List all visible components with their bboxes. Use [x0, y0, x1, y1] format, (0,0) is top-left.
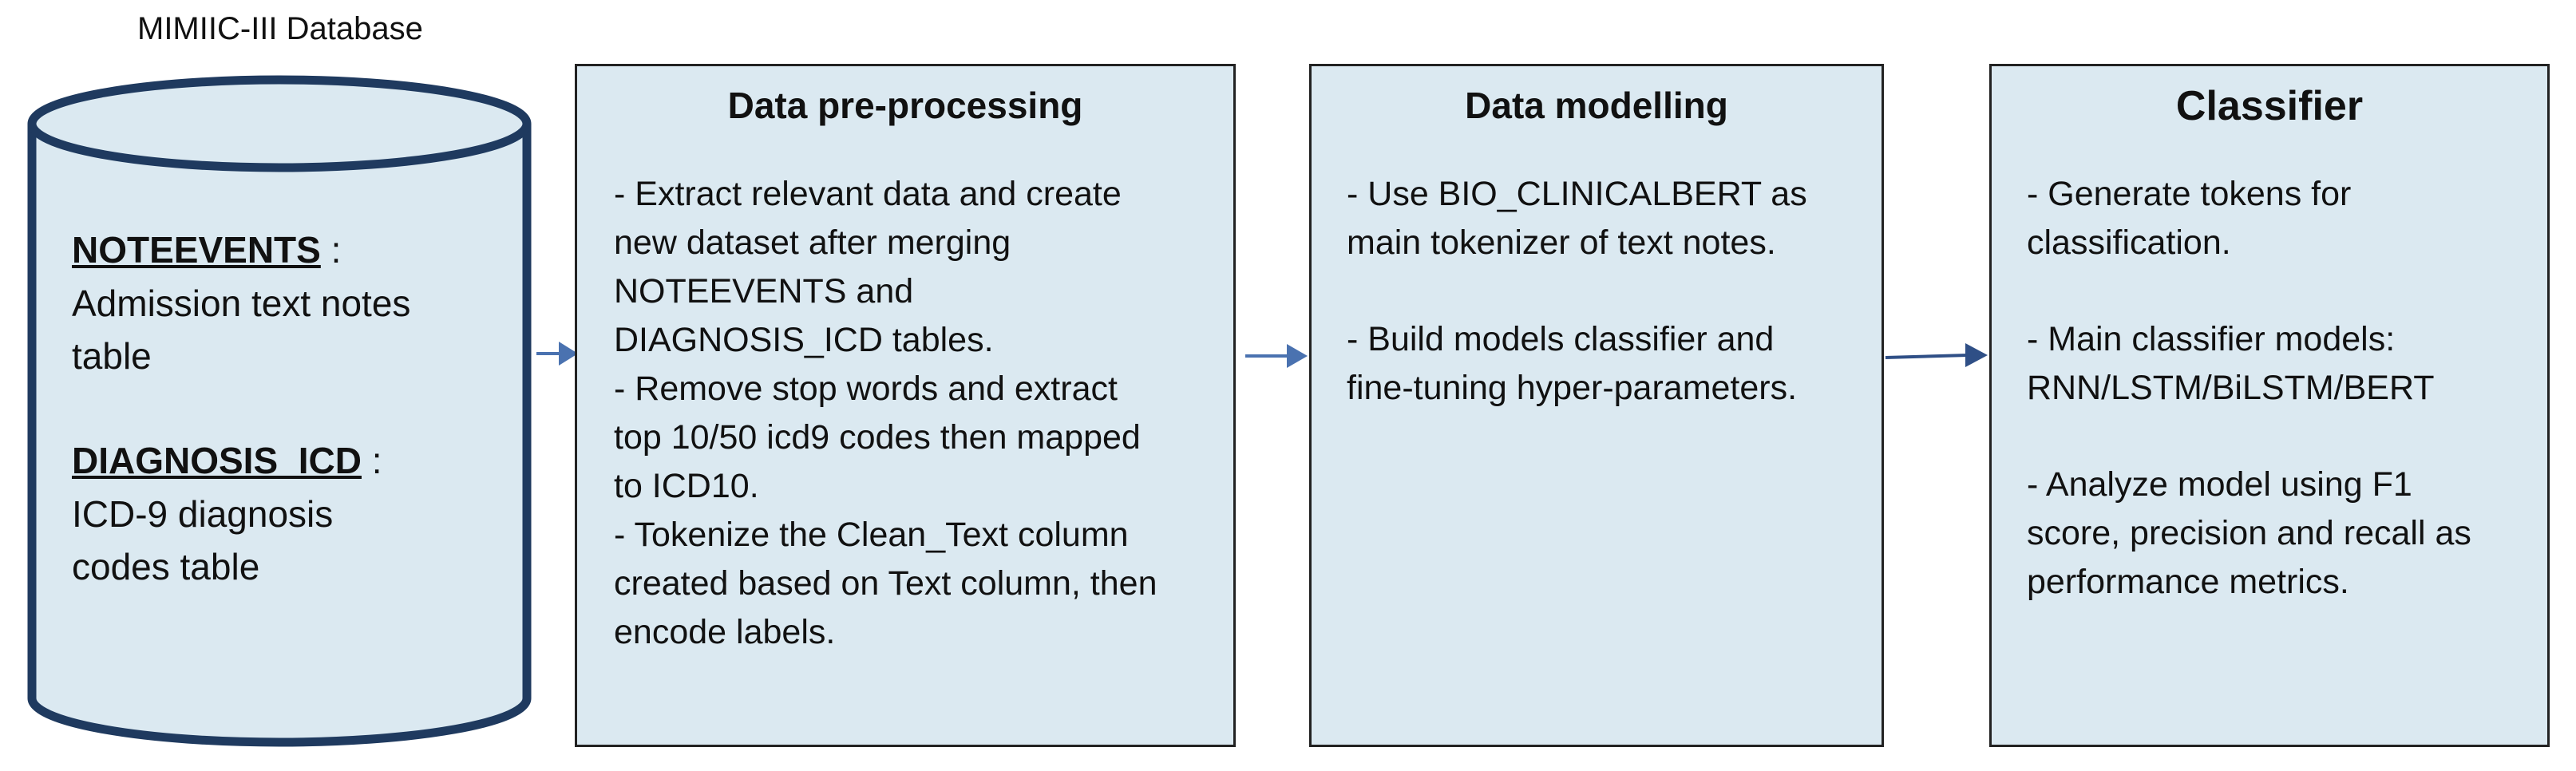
stage-line: classification. [2027, 223, 2231, 263]
entry-desc-line: codes table [72, 546, 260, 588]
stage-line: - Tokenize the Clean_Text column [614, 516, 1129, 555]
entry-separator: : [361, 440, 382, 482]
stage-title: Data pre-processing [727, 85, 1083, 126]
stage-line: created based on Text column, then [614, 564, 1157, 603]
entry-desc-line: table [72, 335, 152, 378]
stage-line: main tokenizer of text notes. [1347, 223, 1776, 263]
entry-key: NOTEEVENTS [72, 229, 321, 271]
database-entry-noteevents: NOTEEVENTS : [72, 223, 487, 277]
entry-desc-line: ICD-9 diagnosis [72, 492, 334, 535]
stage-line: - Remove stop words and extract [614, 370, 1118, 409]
stage-line: DIAGNOSIS_ICD tables. [614, 321, 994, 360]
arrow-modelling-to-classifier [1885, 343, 1988, 367]
stage-line: encode labels. [614, 613, 836, 652]
stage-line: performance metrics. [2027, 563, 2349, 602]
stage-line: fine-tuning hyper-parameters. [1347, 369, 1798, 408]
database-entry-diagnosis-icd: DIAGNOSIS_ICD : [72, 434, 487, 488]
stage-box-modelling: Data modelling - Use BIO_CLINICALBERT as… [1309, 64, 1884, 747]
stage-text: - Extract relevant data and create new d… [614, 170, 1233, 657]
stage-title: Classifier [2175, 83, 2364, 129]
stage-line: to ICD10. [614, 467, 759, 506]
stage-line: - Analyze model using F1 [2027, 465, 2412, 504]
arrow-db-to-preprocessing [536, 342, 578, 366]
entry-key: DIAGNOSIS_ICD [72, 440, 362, 482]
database-content: NOTEEVENTS : Admission text notes table … [72, 223, 487, 594]
stage-line: RNN/LSTM/BiLSTM/BERT [2027, 369, 2435, 408]
stage-box-classifier: Classifier - Generate tokens for classif… [1989, 64, 2550, 747]
stage-box-preprocessing: Data pre-processing - Extract relevant d… [575, 64, 1236, 747]
stage-line: score, precision and recall as [2027, 514, 2471, 553]
stage-text: - Generate tokens for classification. - … [2027, 170, 2547, 607]
arrow-preprocessing-to-modelling [1245, 344, 1308, 368]
stage-text: - Use BIO_CLINICALBERT as main tokenizer… [1347, 170, 1882, 413]
stage-title: Data modelling [1465, 85, 1728, 126]
stage-line: - Main classifier models: [2027, 320, 2396, 359]
database-title: MIMIIC-III Database [137, 11, 423, 46]
entry-desc-line: Admission text notes [72, 282, 411, 324]
entry-separator: : [320, 229, 342, 271]
stage-line: - Use BIO_CLINICALBERT as [1347, 175, 1807, 213]
stage-line: new dataset after merging [614, 223, 1011, 263]
stage-line: - Generate tokens for [2027, 175, 2352, 213]
stage-line: top 10/50 icd9 codes then mapped [614, 418, 1141, 457]
stage-line: NOTEEVENTS and [614, 272, 914, 311]
database-cylinder [27, 75, 532, 747]
stage-line: - Build models classifier and [1347, 320, 1775, 359]
stage-line: - Extract relevant data and create [614, 175, 1122, 213]
